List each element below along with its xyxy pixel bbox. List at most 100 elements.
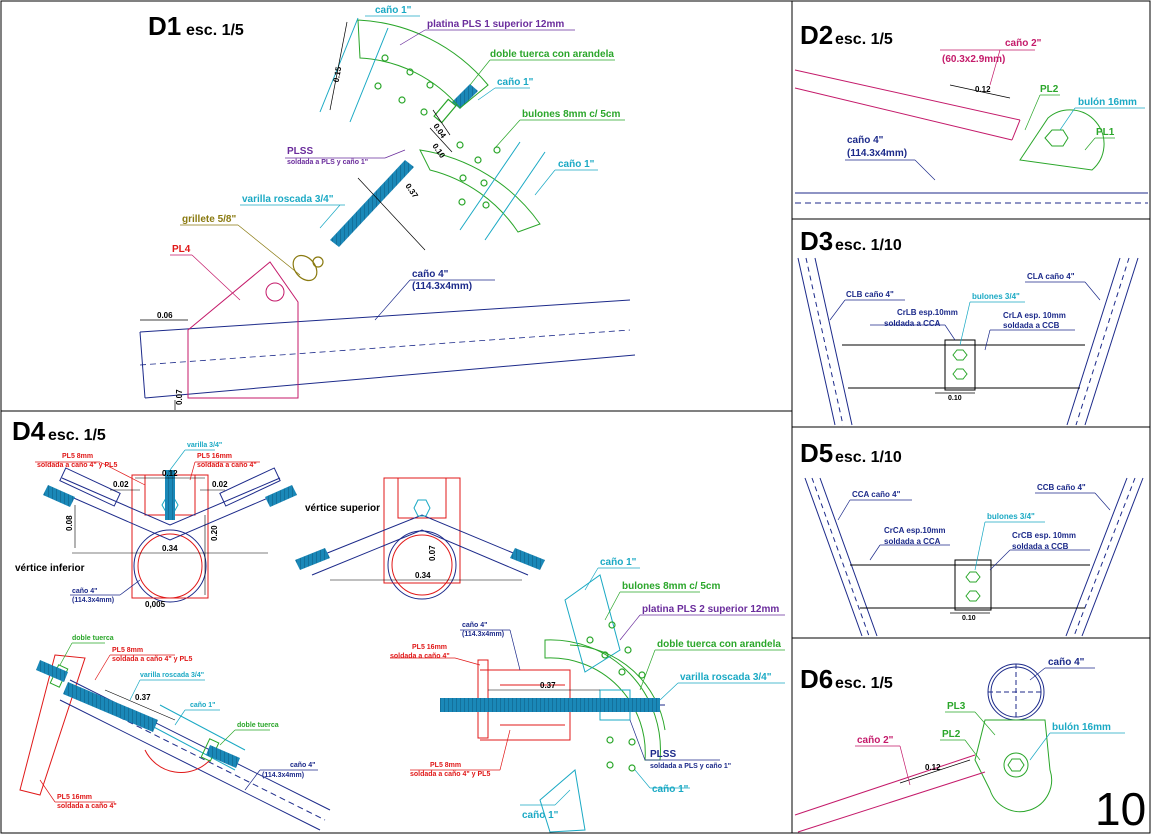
d4-rod-lower-right <box>440 698 660 712</box>
d4-rod-lower-left-2 <box>36 660 68 682</box>
d2-pipes <box>794 69 1148 204</box>
d5-ccb-label: CCB caño 4" <box>1037 483 1086 492</box>
d5-scale: esc. 1/10 <box>835 449 902 466</box>
d1-varilla-label: varilla roscada 3/4" <box>242 194 334 205</box>
d1-cano1-right-label: caño 1" <box>558 159 595 170</box>
d4-platina2-label: platina PLS 2 superior 12mm <box>642 604 779 615</box>
d5-bolts <box>965 571 981 602</box>
d6-pipes <box>794 663 1053 833</box>
d2-cano4-dim-label: (114.3x4mm) <box>847 148 907 159</box>
d6-pl2-label: PL2 <box>942 729 961 740</box>
detail-d2: D2 esc. 1/5 caño 2" (60.3x2.9mm) 0.12 PL… <box>794 20 1148 204</box>
d3-crlb-sub-label: soldada a CCA <box>884 319 941 328</box>
d4-cano1-top-label: caño 1" <box>600 557 637 568</box>
d4-varilla-roscada-label: varilla roscada 3/4" <box>140 672 204 679</box>
d3-bolts <box>952 349 968 380</box>
d2-bulon-label: bulón 16mm <box>1078 97 1137 108</box>
d5-dim-010: 0.10 <box>962 615 976 622</box>
d4-doble-tuerca-label: doble tuerca <box>72 635 114 642</box>
d1-scale: esc. 1/5 <box>186 22 244 39</box>
d4-dim-034b: 0.34 <box>415 571 431 580</box>
d3-crla-label: CrLA esp. 10mm <box>1003 311 1066 320</box>
d5-crca-label: CrCA esp.10mm <box>884 526 946 535</box>
d4-pl5-8c-sub-label: soldada a caño 4" y PL5 <box>410 771 490 778</box>
d4-leaders-inferior <box>35 449 260 596</box>
d2-pl1-label: PL1 <box>1096 127 1115 138</box>
d4-dim-0005: 0,005 <box>145 600 166 609</box>
d5-leaders <box>837 492 1111 614</box>
d3-cla-label: CLA caño 4" <box>1027 272 1075 281</box>
d4-plss-label: PLSS <box>650 749 676 760</box>
d4-dim-020: 0.20 <box>210 525 219 541</box>
d1-cano1-mid-label: caño 1" <box>497 77 534 88</box>
detail-d5: D5 esc. 1/10 CCA caño 4" CCB caño 4" bul… <box>800 438 1144 637</box>
d3-bulones-label: bulones 3/4" <box>972 292 1020 301</box>
detail-d6: D6 esc. 1/5 caño 4" PL3 PL2 bulón 16mm c… <box>794 657 1146 834</box>
d4-pl5-8-sub-label: soldada a caño 4" y PL5 <box>37 462 117 469</box>
d3-leaders <box>829 281 1101 394</box>
d6-title: D6 <box>800 664 833 694</box>
d1-cano4-label: caño 4" <box>412 269 449 280</box>
d1-plss-label: PLSS <box>287 146 313 157</box>
d6-leaders <box>855 667 1125 786</box>
d1-cano4-dim-label: (114.3x4mm) <box>412 281 472 292</box>
d1-grillete-label: grillete 5/8" <box>182 214 236 225</box>
d1-pl4-label: PL4 <box>172 244 191 255</box>
d4-dim-034: 0.34 <box>162 544 178 553</box>
d2-cano4-label: caño 4" <box>847 135 884 146</box>
d1-bulones-label: bulones 8mm c/ 5cm <box>522 109 620 120</box>
d4-rod-lower-left <box>63 682 158 732</box>
d4-pl5-8b-label: PL5 8mm <box>112 647 143 654</box>
d4-leaders-lower-left <box>39 642 318 803</box>
d6-scale: esc. 1/5 <box>835 675 893 692</box>
d1-platina <box>357 19 541 233</box>
d4-dim-037: 0.37 <box>135 693 151 702</box>
d4-cano4-label: caño 4" <box>72 588 98 595</box>
d6-dim-012: 0.12 <box>925 763 941 772</box>
d3-pipes <box>797 257 1139 426</box>
d1-pl4-plate <box>187 261 299 399</box>
d2-pl2-label: PL2 <box>1040 84 1059 95</box>
d2-cano2-dim-label: (60.3x2.9mm) <box>942 54 1005 65</box>
d3-dim-010: 0.10 <box>948 395 962 402</box>
d4-rod-lower-left-3 <box>206 745 240 768</box>
d1-cano1-pipes <box>319 17 546 241</box>
d2-cano2-label: caño 2" <box>1005 38 1042 49</box>
d1-dimension-lines <box>140 21 453 410</box>
d1-dim-006: 0.06 <box>157 311 173 320</box>
d1-nuts <box>433 98 457 124</box>
d4-pl5-16-sub-label: soldada a caño 4" <box>197 462 257 469</box>
d5-cca-label: CCA caño 4" <box>852 490 901 499</box>
d4-dim-002a: 0.02 <box>113 480 129 489</box>
d4-leaders-lower-right <box>390 567 785 806</box>
sheet-number: 10 <box>1095 783 1146 834</box>
d2-scale: esc. 1/5 <box>835 31 893 48</box>
d4-pl5-8-label: PL5 8mm <box>62 453 93 460</box>
d4-rod-left <box>43 485 75 507</box>
d2-title: D2 <box>800 20 833 50</box>
d4-title: D4 <box>12 416 46 446</box>
d4-cano1-c-label: caño 1" <box>522 810 559 821</box>
d4-pl5-16c-label: PL5 16mm <box>412 644 447 651</box>
d2-leaders <box>845 49 1145 181</box>
d4-plss-sub-label: soldada a PLS y caño 1" <box>650 763 731 770</box>
d4-pl5-16-label: PL5 16mm <box>197 453 232 460</box>
d4-dim-002b: 0.02 <box>212 480 228 489</box>
d5-crca-sub-label: soldada a CCA <box>884 537 941 546</box>
d1-dim-007: 0.07 <box>175 389 184 405</box>
d5-pipes <box>804 477 1144 637</box>
d6-bulon-label: bulón 16mm <box>1052 722 1111 733</box>
d1-bolts <box>374 54 501 209</box>
d4-dims-inferior <box>72 477 268 595</box>
d1-varilla-rod <box>330 160 414 247</box>
d5-crcb-label: CrCB esp. 10mm <box>1012 531 1076 540</box>
d4-scale: esc. 1/5 <box>48 427 106 444</box>
d4-rod-sup-right <box>510 548 545 570</box>
d4-bolts-lower-right <box>586 621 646 772</box>
d4-cano4-dim-label: (114.3x4mm) <box>72 597 114 604</box>
d4-varilla34-label: varilla 3/4" <box>187 442 222 449</box>
d4-pl5-16c-sub-label: soldada a caño 4" <box>390 653 450 660</box>
d4-doble-tuerca-ar-label: doble tuerca con arandela <box>657 639 781 650</box>
